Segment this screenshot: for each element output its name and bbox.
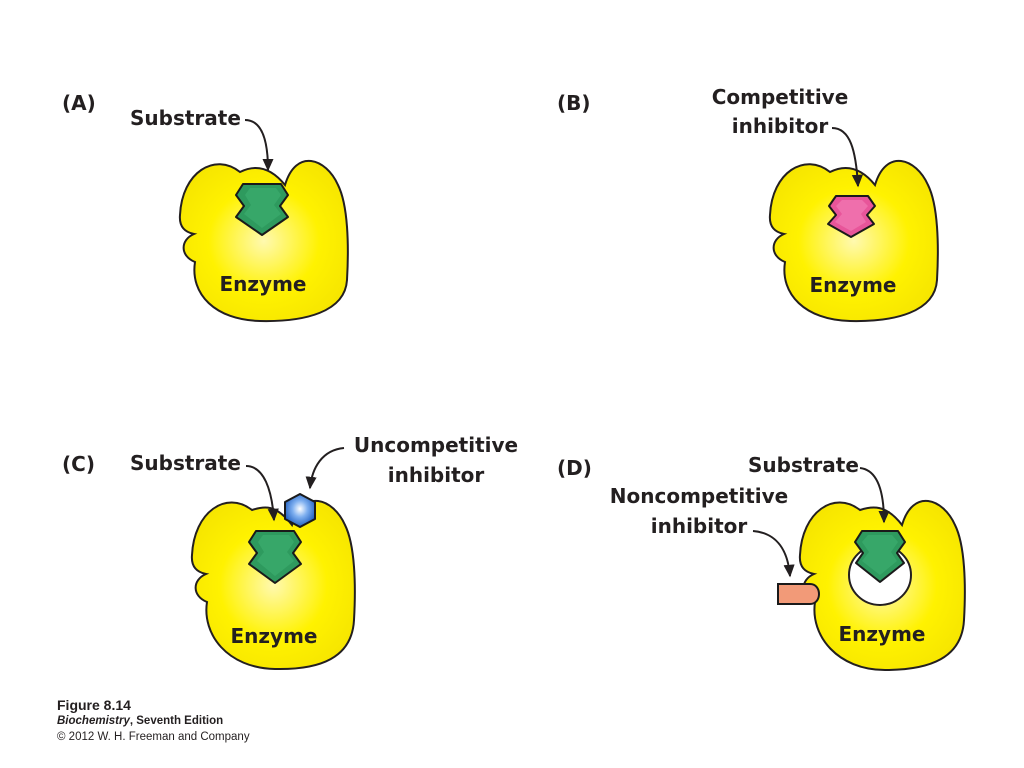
uncompetitive-inhibitor-label-line1: Uncompetitive (354, 433, 518, 457)
substrate-label: Substrate (130, 451, 241, 475)
noncompetitive-inhibitor-label-line2: inhibitor (651, 514, 748, 538)
uncompetitive-inhibitor-label-line2: inhibitor (388, 463, 485, 487)
panel-c-tag: (C) (62, 452, 95, 476)
panel-a: (A) Substrate Enzyme (62, 91, 348, 321)
noncompetitive-inhibitor-shape (778, 584, 819, 604)
noncompetitive-inhibitor-arrow (753, 531, 790, 576)
enzyme-label: Enzyme (810, 273, 897, 297)
enzyme-label: Enzyme (839, 622, 926, 646)
figure-caption-title: Figure 8.14 (57, 697, 131, 713)
figure-caption-source: Biochemistry, Seventh Edition (57, 715, 223, 727)
substrate-arrow (245, 120, 268, 170)
enzyme-shape (770, 161, 938, 321)
panel-c: (C) Substrate Uncompetitive inhibitor En… (62, 433, 518, 669)
substrate-label: Substrate (130, 106, 241, 130)
enzyme-label: Enzyme (231, 624, 318, 648)
panel-b-tag: (B) (557, 91, 591, 115)
panel-d: (D) Substrate Noncompetitive inhibitor E… (557, 453, 965, 670)
book-edition: , Seventh Edition (130, 715, 223, 727)
enzyme-label: Enzyme (220, 272, 307, 296)
competitive-inhibitor-label-line1: Competitive (712, 85, 849, 109)
uncompetitive-inhibitor-arrow (310, 448, 344, 488)
substrate-label: Substrate (748, 453, 859, 477)
competitive-inhibitor-label-line2: inhibitor (732, 114, 829, 138)
noncompetitive-inhibitor-label-line1: Noncompetitive (610, 484, 788, 508)
figure-caption-copyright: © 2012 W. H. Freeman and Company (57, 731, 250, 743)
uncompetitive-inhibitor-shape (285, 494, 315, 527)
panel-d-tag: (D) (557, 456, 592, 480)
panel-b: (B) Competitive inhibitor Enzyme (557, 85, 938, 321)
panel-a-tag: (A) (62, 91, 96, 115)
book-title: Biochemistry (57, 715, 130, 727)
